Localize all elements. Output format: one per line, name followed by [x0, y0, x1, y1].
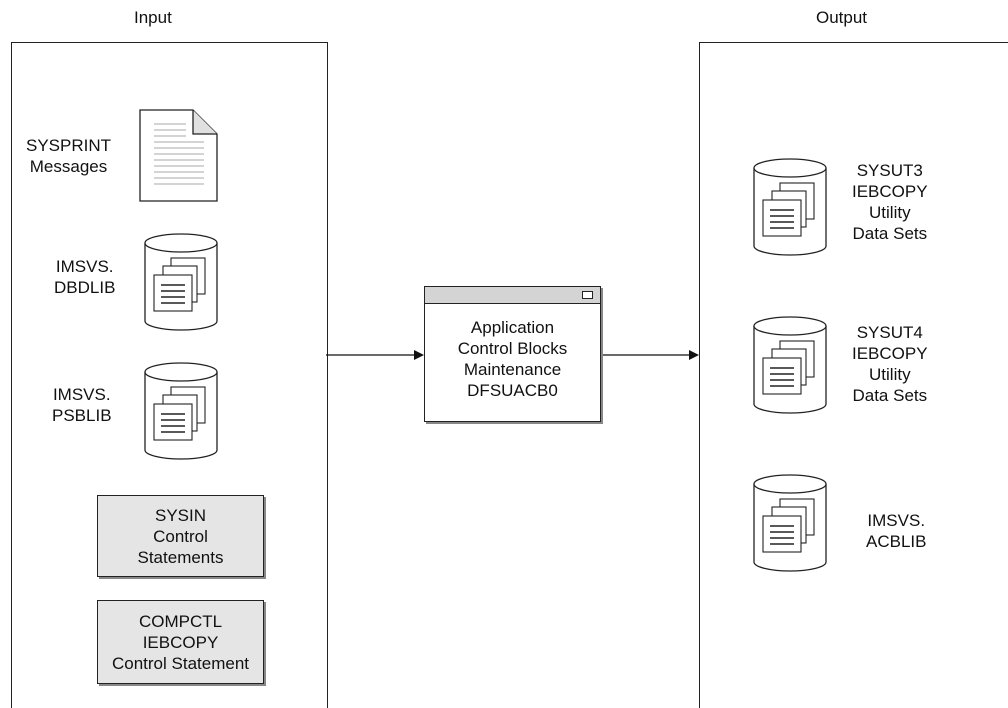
dataset-icon [144, 233, 218, 331]
window-titlebar [425, 287, 600, 304]
document-icon [139, 109, 218, 202]
dataset-icon [753, 158, 827, 256]
output-header: Output [816, 8, 868, 27]
window-control-icon [582, 291, 593, 299]
output-panel [699, 42, 1008, 708]
acblib-label: IMSVS.ACBLIB [866, 511, 927, 551]
dataset-icon [144, 362, 218, 460]
dataset-icon [753, 474, 827, 572]
psblib-label: IMSVS.PSBLIB [52, 385, 112, 425]
dbdlib-label: IMSVS.DBDLIB [54, 257, 116, 297]
input-header: Input [134, 8, 172, 27]
dataset-icon [753, 316, 827, 414]
